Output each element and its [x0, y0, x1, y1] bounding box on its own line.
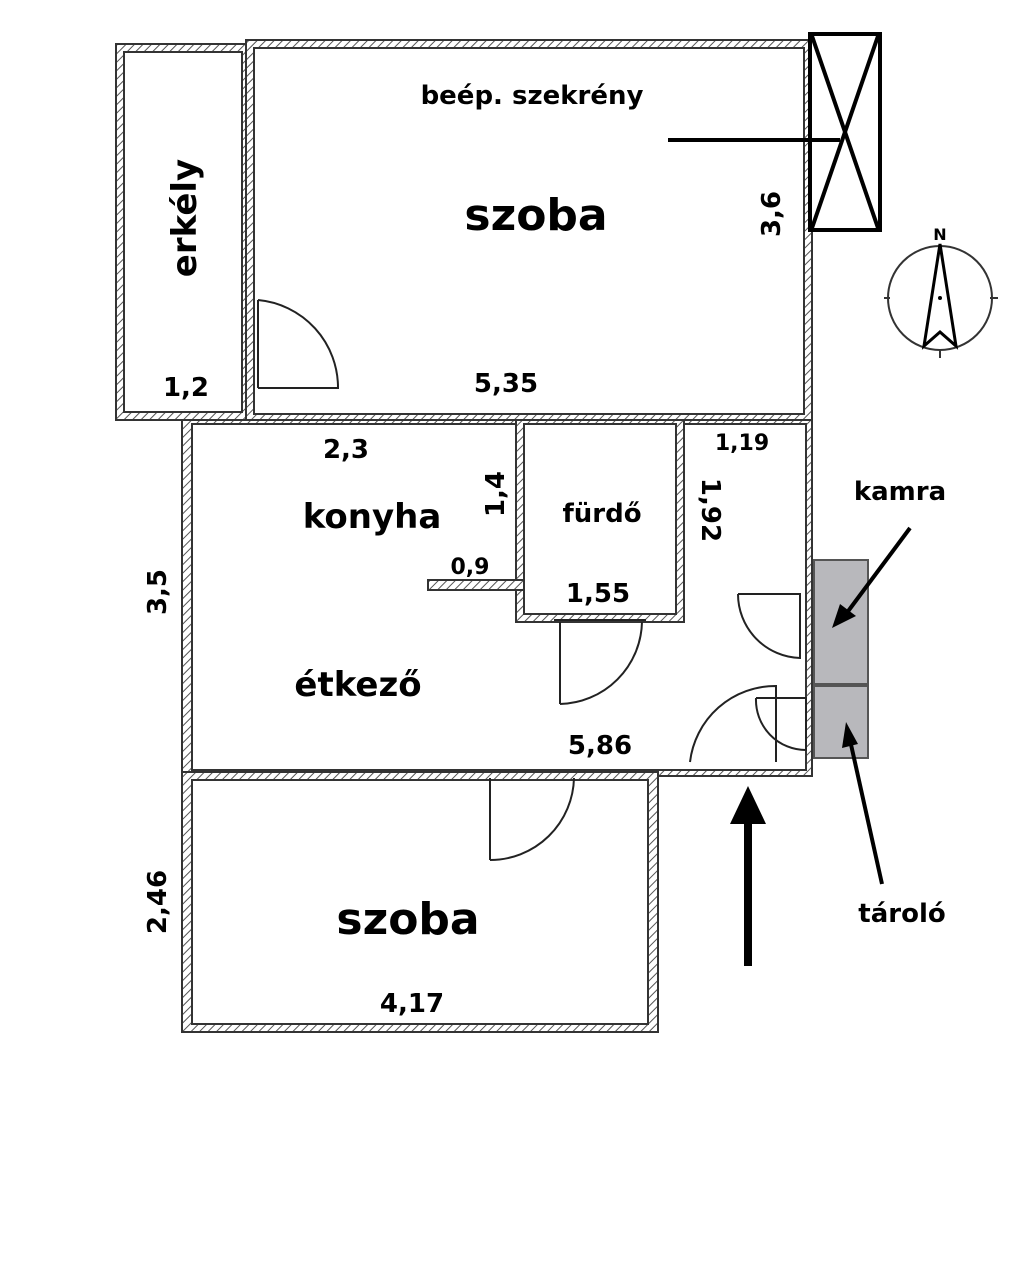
- door-hall-pantry: [737, 593, 801, 660]
- kitchen-label: konyha: [303, 497, 442, 537]
- middle-walls: [181, 419, 813, 777]
- wardrobe-label: beép. szekrény: [421, 81, 644, 111]
- bathroom-width-dim: 1,55: [566, 579, 630, 609]
- compass-north-label: N: [933, 225, 946, 244]
- entrance-arrow-icon: [730, 786, 766, 966]
- room-bottom-label: szoba: [336, 894, 479, 945]
- built-in-wardrobe: [668, 32, 882, 232]
- kitchen-width-dim: 2,3: [323, 435, 369, 465]
- hall-depth-dim: 1,92: [695, 478, 725, 542]
- room-top-label: szoba: [464, 190, 607, 241]
- room-bottom-depth-dim: 2,46: [143, 870, 173, 934]
- room-bottom-walls: [181, 771, 659, 1033]
- pantry-arrow-icon: [832, 526, 912, 628]
- dining-width-dim: 5,86: [568, 731, 632, 761]
- room-top-walls: [245, 39, 813, 423]
- storage-box: [813, 685, 869, 759]
- kitchen-counter-dim: 0,9: [451, 555, 490, 580]
- bathroom-walls: [515, 419, 685, 623]
- balcony-label: erkély: [165, 159, 205, 277]
- door-bathroom: [554, 619, 646, 705]
- pantry-label: kamra: [854, 477, 946, 507]
- kitchen-niche-dim: 1,4: [481, 471, 511, 517]
- kitchen-counter-wall: [427, 579, 525, 591]
- door-entrance: [689, 684, 807, 763]
- storage-arrow-icon: [842, 722, 884, 885]
- dining-depth-dim: 3,5: [143, 569, 173, 615]
- room-bottom-width-dim: 4,17: [380, 989, 444, 1019]
- hall-width-dim: 1,19: [715, 431, 769, 456]
- compass-icon: N: [884, 225, 998, 358]
- bathroom-label: fürdő: [562, 499, 641, 529]
- room-top-depth-dim: 3,6: [757, 191, 787, 237]
- room-top-width-dim: 5,35: [474, 369, 538, 399]
- door-top-room: [257, 299, 340, 389]
- door-bottom-room: [489, 777, 575, 861]
- balcony: [115, 43, 251, 421]
- dining-label: étkező: [294, 665, 421, 705]
- balcony-width-dim: 1,2: [163, 373, 209, 403]
- storage-label: tároló: [858, 899, 945, 929]
